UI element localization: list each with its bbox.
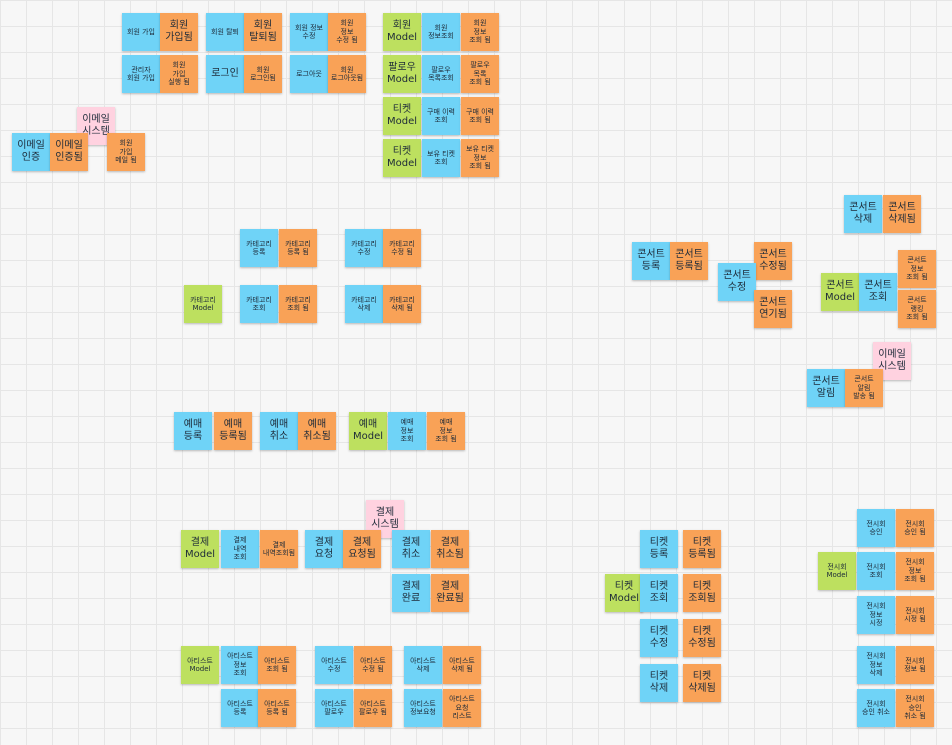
sticky-note[interactable]: 회원 탈퇴됨 — [244, 13, 282, 51]
sticky-note[interactable]: 티켓 등록 — [640, 530, 678, 568]
sticky-note[interactable]: 결제 Model — [181, 530, 219, 568]
sticky-note[interactable]: 결제 요청됨 — [343, 530, 381, 568]
sticky-note[interactable]: 회원 정보 수정 됨 — [328, 13, 366, 51]
sticky-note[interactable]: 아티스트 Model — [181, 646, 219, 684]
sticky-note[interactable]: 카테고리 등록 — [240, 229, 278, 267]
sticky-note[interactable]: 아티스트 정보요청 — [404, 689, 442, 727]
sticky-note[interactable]: 카테고리 Model — [184, 285, 222, 323]
sticky-note[interactable]: 로그인 — [206, 55, 244, 93]
sticky-note[interactable]: 회원 정보 조회 됨 — [461, 13, 499, 51]
sticky-note[interactable]: 아티스트 삭제 됨 — [443, 646, 481, 684]
sticky-note[interactable]: 예매 등록됨 — [214, 412, 252, 450]
sticky-note[interactable]: 보유 티켓 조회 — [422, 139, 460, 177]
sticky-note[interactable]: 팔로우 목록조회 — [422, 55, 460, 93]
sticky-note[interactable]: 아티스트 등록 됨 — [258, 689, 296, 727]
sticky-note[interactable]: 아티스트 수정 됨 — [354, 646, 392, 684]
sticky-note[interactable]: 카테고리 조회 됨 — [279, 285, 317, 323]
sticky-note[interactable]: 티켓 Model — [605, 574, 643, 612]
sticky-note[interactable]: 팔로우 목록 조회 됨 — [461, 55, 499, 93]
sticky-note[interactable]: 예매 정보 조회 — [388, 412, 426, 450]
sticky-note[interactable]: 결제 내역 조회 — [221, 530, 259, 568]
sticky-note[interactable]: 콘서트 랭킹 조회 됨 — [898, 290, 936, 328]
sticky-note[interactable]: 결제 취소됨 — [431, 530, 469, 568]
sticky-note[interactable]: 전시회 Model — [818, 552, 856, 590]
sticky-note[interactable]: 예매 취소 — [260, 412, 298, 450]
sticky-note[interactable]: 아티스트 조회 됨 — [258, 646, 296, 684]
sticky-note[interactable]: 회원 정보 수정 — [290, 13, 328, 51]
sticky-note[interactable]: 전시회 시정 됨 — [896, 596, 934, 634]
sticky-note[interactable]: 티켓 조회됨 — [683, 574, 721, 612]
sticky-note[interactable]: 이메일 인증됨 — [50, 133, 88, 171]
sticky-note[interactable]: 관리자 회원 가입 — [122, 55, 160, 93]
sticky-note[interactable]: 전시회 정보 삭제 — [857, 646, 895, 684]
sticky-note[interactable]: 전시회 승인 — [857, 509, 895, 547]
sticky-note[interactable]: 콘서트 연기됨 — [754, 290, 792, 328]
sticky-note[interactable]: 회원 정보조회 — [422, 13, 460, 51]
sticky-note[interactable]: 구매 이력 조회 됨 — [461, 97, 499, 135]
sticky-note[interactable]: 콘서트 삭제됨 — [883, 195, 921, 233]
sticky-note[interactable]: 결제 완료됨 — [431, 574, 469, 612]
sticky-note[interactable]: 콘서트 알림 — [807, 369, 845, 407]
sticky-note[interactable]: 아티스트 요청 리스트 — [443, 689, 481, 727]
sticky-note[interactable]: 콘서트 삭제 — [844, 195, 882, 233]
sticky-note[interactable]: 카테고리 삭제 됨 — [383, 285, 421, 323]
sticky-note[interactable]: 티켓 삭제됨 — [683, 664, 721, 702]
sticky-note[interactable]: 카테고리 조회 — [240, 285, 278, 323]
sticky-note[interactable]: 카테고리 수정 — [345, 229, 383, 267]
sticky-note[interactable]: 카테고리 등록 됨 — [279, 229, 317, 267]
sticky-note[interactable]: 콘서트 등록 — [632, 242, 670, 280]
sticky-note[interactable]: 팔로우 Model — [383, 55, 421, 93]
sticky-note[interactable]: 회원 가입 — [122, 13, 160, 51]
sticky-note[interactable]: 예매 취소됨 — [298, 412, 336, 450]
sticky-note[interactable]: 티켓 등록됨 — [683, 530, 721, 568]
sticky-note[interactable]: 이메일 인증 — [12, 133, 50, 171]
sticky-note[interactable]: 전시회 정보 됨 — [896, 646, 934, 684]
sticky-note[interactable]: 회원 Model — [383, 13, 421, 51]
sticky-note[interactable]: 아티스트 등록 — [221, 689, 259, 727]
sticky-note[interactable]: 콘서트 수정 — [718, 263, 756, 301]
sticky-note[interactable]: 티켓 Model — [383, 139, 421, 177]
sticky-note[interactable]: 결제 내역조회됨 — [260, 530, 298, 568]
sticky-note[interactable]: 아티스트 팔로우 됨 — [354, 689, 392, 727]
sticky-note[interactable]: 보유 티켓 정보 조회 됨 — [461, 139, 499, 177]
sticky-note[interactable]: 콘서트 수정됨 — [754, 242, 792, 280]
sticky-note[interactable]: 전시회 정보 시정 — [857, 596, 895, 634]
sticky-note[interactable]: 전시회 승인 됨 — [896, 509, 934, 547]
sticky-note[interactable]: 티켓 조회 — [640, 574, 678, 612]
sticky-note[interactable]: 로그아웃 — [290, 55, 328, 93]
sticky-note[interactable]: 아티스트 수정 — [315, 646, 353, 684]
sticky-note[interactable]: 예매 정보 조회 됨 — [427, 412, 465, 450]
sticky-note[interactable]: 예매 등록 — [174, 412, 212, 450]
sticky-note[interactable]: 아티스트 팔로우 — [315, 689, 353, 727]
sticky-note[interactable]: 구매 이력 조회 — [422, 97, 460, 135]
sticky-note[interactable]: 예매 Model — [349, 412, 387, 450]
sticky-note[interactable]: 결제 요청 — [305, 530, 343, 568]
sticky-note[interactable]: 콘서트 조회 — [859, 273, 897, 311]
sticky-note[interactable]: 회원 로그인됨 — [244, 55, 282, 93]
sticky-note[interactable]: 티켓 수정됨 — [683, 619, 721, 657]
sticky-note[interactable]: 티켓 수정 — [640, 619, 678, 657]
sticky-note[interactable]: 결제 완료 — [392, 574, 430, 612]
sticky-note[interactable]: 카테고리 삭제 — [345, 285, 383, 323]
sticky-note[interactable]: 회원 로그아웃됨 — [328, 55, 366, 93]
sticky-note[interactable]: 회원 탈퇴 — [206, 13, 244, 51]
sticky-note[interactable]: 콘서트 Model — [821, 273, 859, 311]
sticky-note[interactable]: 회원 가입 실행 됨 — [160, 55, 198, 93]
sticky-note[interactable]: 전시회 승인 취소 됨 — [896, 689, 934, 727]
sticky-note[interactable]: 회원 가입 메일 됨 — [107, 133, 145, 171]
sticky-note[interactable]: 결제 취소 — [392, 530, 430, 568]
sticky-note[interactable]: 아티스트 정보 조회 — [221, 646, 259, 684]
sticky-note[interactable]: 콘서트 알림 발송 됨 — [845, 369, 883, 407]
sticky-note[interactable]: 전시회 승인 취소 — [857, 689, 895, 727]
sticky-note[interactable]: 카테고리 수정 됨 — [383, 229, 421, 267]
sticky-note[interactable]: 전시회 정보 조회 됨 — [896, 552, 934, 590]
sticky-note[interactable]: 아티스트 삭제 — [404, 646, 442, 684]
sticky-note[interactable]: 콘서트 정보 조회 됨 — [898, 250, 936, 288]
sticky-note[interactable]: 회원 가입됨 — [160, 13, 198, 51]
sticky-note[interactable]: 티켓 Model — [383, 97, 421, 135]
sticky-note[interactable]: 전시회 조회 — [857, 552, 895, 590]
sticky-note[interactable]: 콘서트 등록됨 — [670, 242, 708, 280]
sticky-note[interactable]: 티켓 삭제 — [640, 664, 678, 702]
